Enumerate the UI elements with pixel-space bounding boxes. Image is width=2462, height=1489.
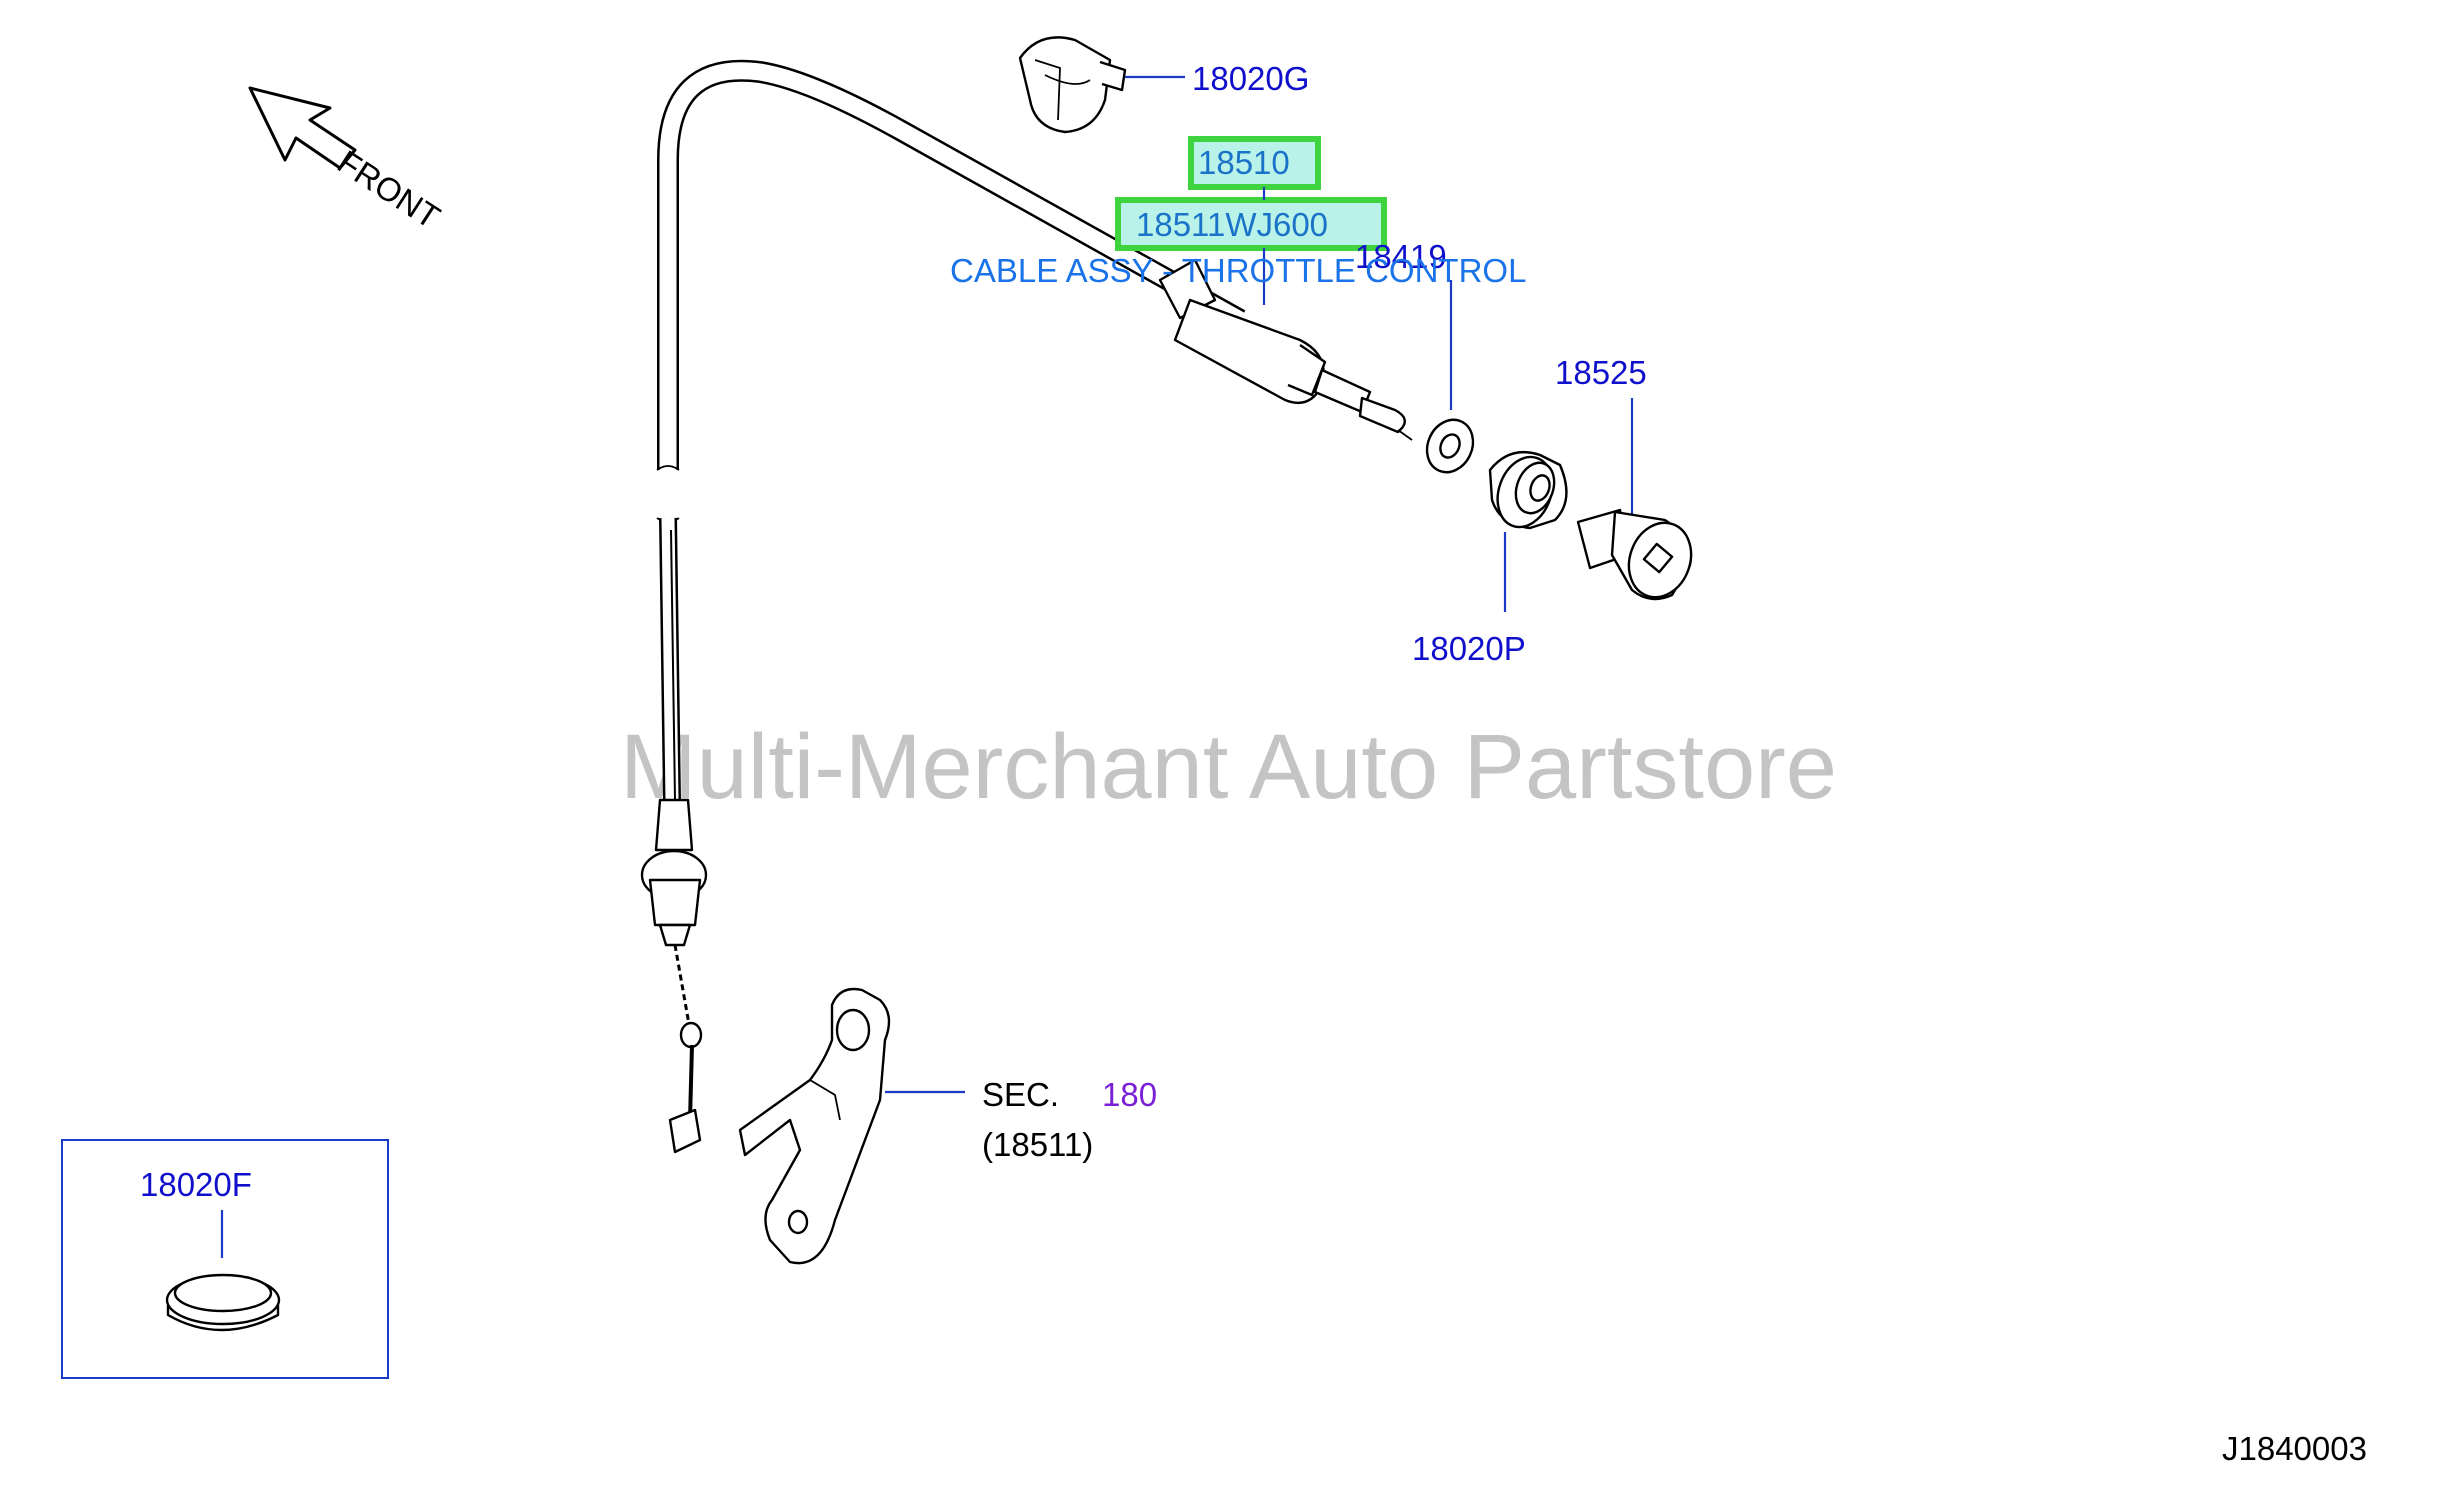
part-18020P[interactable]: 18020P (1412, 630, 1526, 667)
throttle-cable-drawing (640, 59, 1413, 1154)
plug-18020F-drawing (165, 1273, 281, 1332)
part-18020G[interactable]: 18020G (1192, 60, 1309, 97)
knob-18525-drawing (1576, 508, 1693, 601)
inset-box (61, 1139, 389, 1379)
highlight-18511WJ600[interactable]: 18511WJ600 (1115, 197, 1387, 251)
part-18510[interactable]: 18510 (1198, 144, 1290, 181)
part-description-tooltip: CABLE ASSY - THROTTLE CONTROL (950, 252, 1526, 289)
front-label: FRONT (331, 143, 446, 236)
highlight-18510[interactable]: 18510 (1188, 136, 1321, 190)
part-18511WJ600[interactable]: 18511WJ600 (1136, 206, 1328, 243)
part-18419[interactable]: 18419 (1355, 238, 1447, 275)
washer-18419-drawing (1425, 418, 1475, 474)
diagram-code: J1840003 (2222, 1430, 2367, 1467)
front-arrow-icon (248, 86, 357, 170)
clip-18020G-drawing (1018, 36, 1127, 134)
bracket-drawing (738, 987, 891, 1265)
part-18020F[interactable]: 18020F (140, 1166, 252, 1203)
watermark: Multi-Merchant Auto Partstore (620, 716, 1837, 818)
nut-18020P-drawing (1488, 450, 1568, 530)
section-number-link[interactable]: 180 (1102, 1076, 1157, 1113)
section-prefix: SEC. (982, 1076, 1059, 1113)
section-sub-part: (18511) (982, 1126, 1093, 1163)
part-18525[interactable]: 18525 (1555, 354, 1647, 391)
